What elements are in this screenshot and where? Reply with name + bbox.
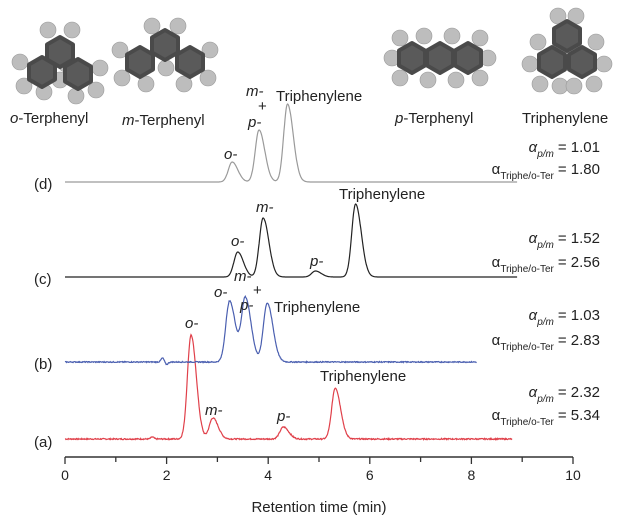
x-axis-title: Retention time (min) <box>251 499 386 516</box>
alpha-pm-a: αp/m= 2.32 <box>529 384 600 405</box>
x-tick-label: 8 <box>468 467 476 483</box>
peak-label-d-triphenylene: Triphenylene <box>276 88 362 105</box>
label-triphenylene-molecule: Triphenylene <box>522 110 608 127</box>
peak-label-d-ortho: o- <box>224 146 237 163</box>
trace-d <box>65 103 518 183</box>
peak-label-a-triphenylene: Triphenylene <box>320 368 406 385</box>
peak-label-b-meta: m- <box>234 268 252 285</box>
x-tick-label: 0 <box>61 467 69 483</box>
peak-label-c-para: p- <box>309 253 323 270</box>
molecule-models <box>11 7 613 105</box>
peak-label-d-plus: + <box>258 98 267 115</box>
alpha-pm-c: αp/m= 1.52 <box>529 230 600 251</box>
trace-label-b: (b) <box>34 356 52 373</box>
x-tick-label: 4 <box>264 467 272 483</box>
peak-label-b-para: p- <box>239 297 253 314</box>
alpha-triphe-b: αTriphe/o-Ter= 2.83 <box>492 332 600 353</box>
m-terphenyl-model <box>111 17 219 93</box>
label-o-terphenyl: o-Terphenyl <box>10 110 88 127</box>
x-tick-label: 2 <box>163 467 171 483</box>
label-p-terphenyl: p-Terphenyl <box>394 110 473 127</box>
peak-label-a-para: p- <box>276 408 290 425</box>
trace-b <box>64 294 477 366</box>
x-tick-label: 6 <box>366 467 374 483</box>
peak-label-b-plus: + <box>253 282 262 299</box>
x-axis: 0 2 4 6 8 10 <box>61 456 581 483</box>
label-m-terphenyl: m-Terphenyl <box>122 112 205 129</box>
o-terphenyl-model <box>11 21 109 105</box>
alpha-triphe-c: αTriphe/o-Ter= 2.56 <box>492 254 600 275</box>
alpha-triphe-d: αTriphe/o-Ter= 1.80 <box>492 161 600 182</box>
trace-c <box>65 203 518 278</box>
triphenylene-model <box>521 7 613 95</box>
peak-label-b-triphenylene: Triphenylene <box>274 299 360 316</box>
traces <box>64 103 518 441</box>
alpha-triphe-a: αTriphe/o-Ter= 5.34 <box>492 407 600 428</box>
x-tick-label: 10 <box>565 467 581 483</box>
peak-label-a-ortho: o- <box>185 315 198 332</box>
peak-label-b-ortho: o- <box>214 284 227 301</box>
trace-a <box>64 333 513 441</box>
peak-label-a-meta: m- <box>205 402 223 419</box>
trace-label-c: (c) <box>34 271 52 288</box>
alpha-pm-d: αp/m= 1.01 <box>529 139 600 160</box>
peak-label-d-meta: m- <box>246 83 264 100</box>
trace-label-d: (d) <box>34 176 52 193</box>
trace-label-a: (a) <box>34 434 52 451</box>
peak-label-d-para: p- <box>247 114 261 131</box>
peak-label-c-ortho: o- <box>231 233 244 250</box>
peak-label-c-triphenylene: Triphenylene <box>339 186 425 203</box>
p-terphenyl-model <box>383 27 497 89</box>
alpha-pm-b: αp/m= 1.03 <box>529 307 600 328</box>
peak-label-c-meta: m- <box>256 199 274 216</box>
